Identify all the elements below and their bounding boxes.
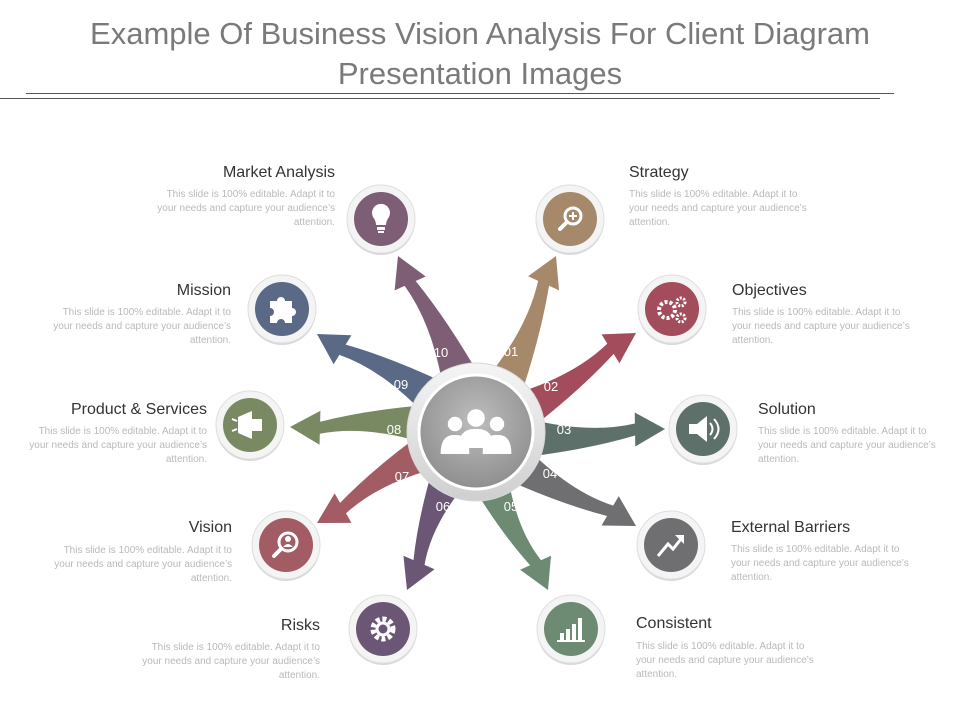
vision-title: Vision (188, 519, 232, 536)
gears-icon (657, 296, 687, 324)
mission-node (247, 274, 317, 345)
market-analysis-title: Market Analysis (222, 164, 335, 181)
mission-number: 09 (394, 377, 408, 392)
strategy-description: This slide is 100% editable. Adapt it to… (629, 189, 807, 228)
gear-icon (370, 616, 396, 642)
vision-number: 07 (395, 469, 409, 484)
team-icon (440, 409, 512, 454)
objectives-description: This slide is 100% editable. Adapt it to… (732, 307, 910, 346)
risks-title: Risks (280, 617, 320, 634)
lightbulb-icon (372, 203, 391, 233)
product-services-node (215, 390, 285, 461)
title-rule-top (26, 93, 894, 94)
risks-description: This slide is 100% editable. Adapt it to… (142, 642, 320, 681)
consistent-title: Consistent (636, 615, 712, 632)
objectives-node (637, 274, 707, 345)
magnifier-plus-icon (558, 206, 583, 231)
puzzle-icon (270, 297, 296, 323)
solution-number: 03 (557, 422, 571, 437)
solution-node (668, 394, 738, 465)
consistent-description: This slide is 100% editable. Adapt it to… (636, 641, 814, 680)
objectives-title: Objectives (732, 282, 807, 299)
objectives-number: 02 (544, 379, 558, 394)
mission-description: This slide is 100% editable. Adapt it to… (53, 307, 231, 346)
megaphone-left-icon (231, 411, 262, 439)
risks-number: 06 (436, 499, 450, 514)
external-barriers-title: External Barriers (731, 519, 851, 536)
magnifier-user-icon (272, 531, 299, 558)
market-analysis-node (346, 184, 416, 255)
megaphone-icon (689, 416, 720, 442)
product-services-title: Product & Services (70, 401, 207, 418)
strategy-node (535, 184, 605, 255)
product-services-number: 08 (387, 422, 401, 437)
trend-arrow-icon (656, 535, 684, 557)
risks-node (348, 594, 418, 665)
market-analysis-number: 10 (434, 345, 448, 360)
vision-description: This slide is 100% editable. Adapt it to… (54, 545, 232, 584)
consistent-node (536, 594, 606, 665)
page-title: Example Of Business Vision Analysis For … (90, 16, 870, 91)
vision-node (251, 510, 321, 581)
external-barriers-node (636, 510, 706, 581)
external-barriers-number: 04 (543, 466, 557, 481)
external-barriers-description: This slide is 100% editable. Adapt it to… (731, 544, 909, 583)
market-analysis-description: This slide is 100% editable. Adapt it to… (157, 189, 335, 228)
solution-description: This slide is 100% editable. Adapt it to… (758, 426, 936, 465)
strategy-number: 01 (504, 344, 518, 359)
solution-title: Solution (758, 401, 816, 418)
strategy-title: Strategy (629, 164, 689, 181)
product-services-description: This slide is 100% editable. Adapt it to… (29, 426, 207, 465)
title-rule-bottom (0, 98, 880, 99)
mission-title: Mission (176, 282, 231, 299)
bar-chart-icon (557, 618, 585, 642)
consistent-number: 05 (504, 499, 518, 514)
